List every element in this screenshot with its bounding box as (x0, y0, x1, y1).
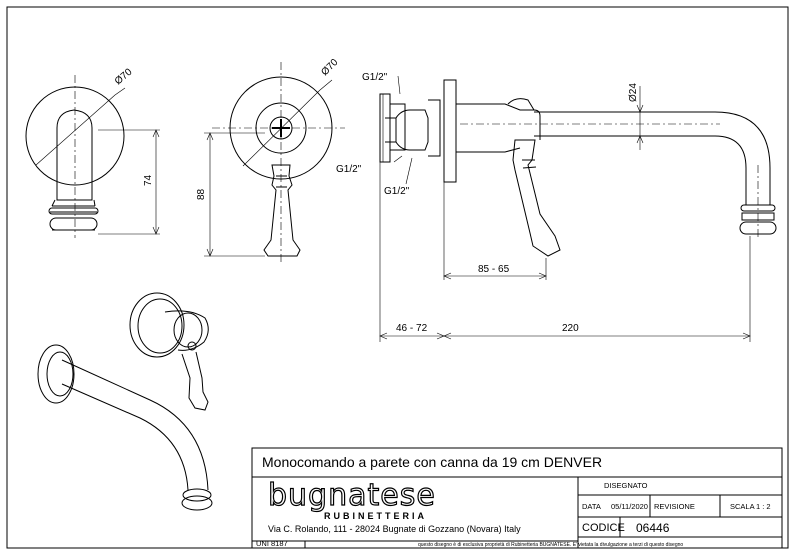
drawing-title: Monocomando a parete con canna da 19 cm … (262, 454, 602, 470)
dim-diameter-spout: Ø24 (628, 83, 639, 102)
disegnato-label: DISEGNATO (604, 481, 648, 490)
codice-value: 06446 (636, 521, 670, 535)
data-label: DATA (582, 502, 601, 511)
scala-label: SCALA (730, 502, 755, 511)
ownership-notice: questo disegno è di esclusiva proprietà … (418, 542, 683, 548)
thread-mid-label: G1/2" (336, 164, 362, 175)
brand-logo: bugnatese (268, 478, 436, 513)
dim-handle-depth: 85 - 65 (478, 264, 510, 275)
dim-diameter-left: Ø70 (113, 66, 135, 87)
front-view (204, 62, 345, 262)
thread-bottom-label: G1/2" (384, 186, 410, 197)
scala-value: 1 : 2 (756, 502, 771, 511)
title-block (251, 447, 783, 549)
isometric-view (37, 292, 213, 511)
dim-height-left: 74 (143, 174, 154, 186)
dim-height-front: 88 (196, 188, 207, 200)
dim-wall-depth: 46 - 72 (396, 323, 428, 334)
side-view-left (25, 75, 160, 238)
dim-diameter-front: Ø70 (319, 57, 340, 78)
section-view (379, 75, 777, 342)
dim-spout-length: 220 (562, 323, 579, 334)
codice-label: CODICE (582, 522, 625, 534)
data-value: 05/11/2020 (611, 502, 648, 511)
thread-top-label: G1/2" (362, 72, 388, 83)
revisione-label: REVISIONE (654, 502, 695, 511)
company-address: Via C. Rolando, 111 - 28024 Bugnate di G… (268, 524, 521, 534)
brand-subtitle: RUBINETTERIA (324, 511, 427, 521)
uni-standard: UNI 8187 (256, 539, 288, 548)
